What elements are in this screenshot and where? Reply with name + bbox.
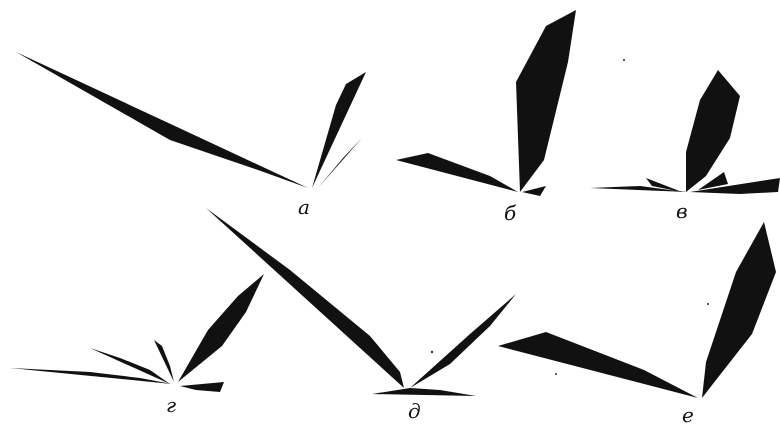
panel-a-upper-blade xyxy=(312,72,366,188)
panel-g: г xyxy=(10,274,264,417)
panel-b-small-blade xyxy=(522,186,546,196)
panel-g-right-blade xyxy=(180,382,224,392)
panel-a: а xyxy=(16,52,366,219)
panel-v-upper-blade xyxy=(686,70,740,192)
panel-d-label: д xyxy=(408,399,421,423)
panel-d-long-blade xyxy=(206,208,404,388)
panel-e-label: е xyxy=(682,403,694,426)
panel-v-right-blade xyxy=(690,178,780,194)
panel-b-upper-blade xyxy=(516,10,576,192)
panel-b-label: б xyxy=(504,201,517,225)
print-specks xyxy=(431,59,709,375)
panel-g-upper-blade xyxy=(178,274,264,382)
panel-e-left-blade xyxy=(498,332,698,398)
panel-b: б xyxy=(396,10,576,225)
panel-e: е xyxy=(498,222,776,426)
panel-v-label: в xyxy=(676,199,688,223)
panel-d: д xyxy=(206,208,516,423)
panel-b-left-blade xyxy=(396,153,518,192)
panel-e-upper-blade xyxy=(702,222,776,398)
panel-d-base-blade xyxy=(372,388,476,396)
panel-a-label: а xyxy=(298,195,310,219)
panel-a-long-blade xyxy=(16,52,308,188)
panel-v: в xyxy=(590,70,780,223)
panel-g-label: г xyxy=(166,393,176,417)
panel-d-right-blade xyxy=(410,294,516,388)
